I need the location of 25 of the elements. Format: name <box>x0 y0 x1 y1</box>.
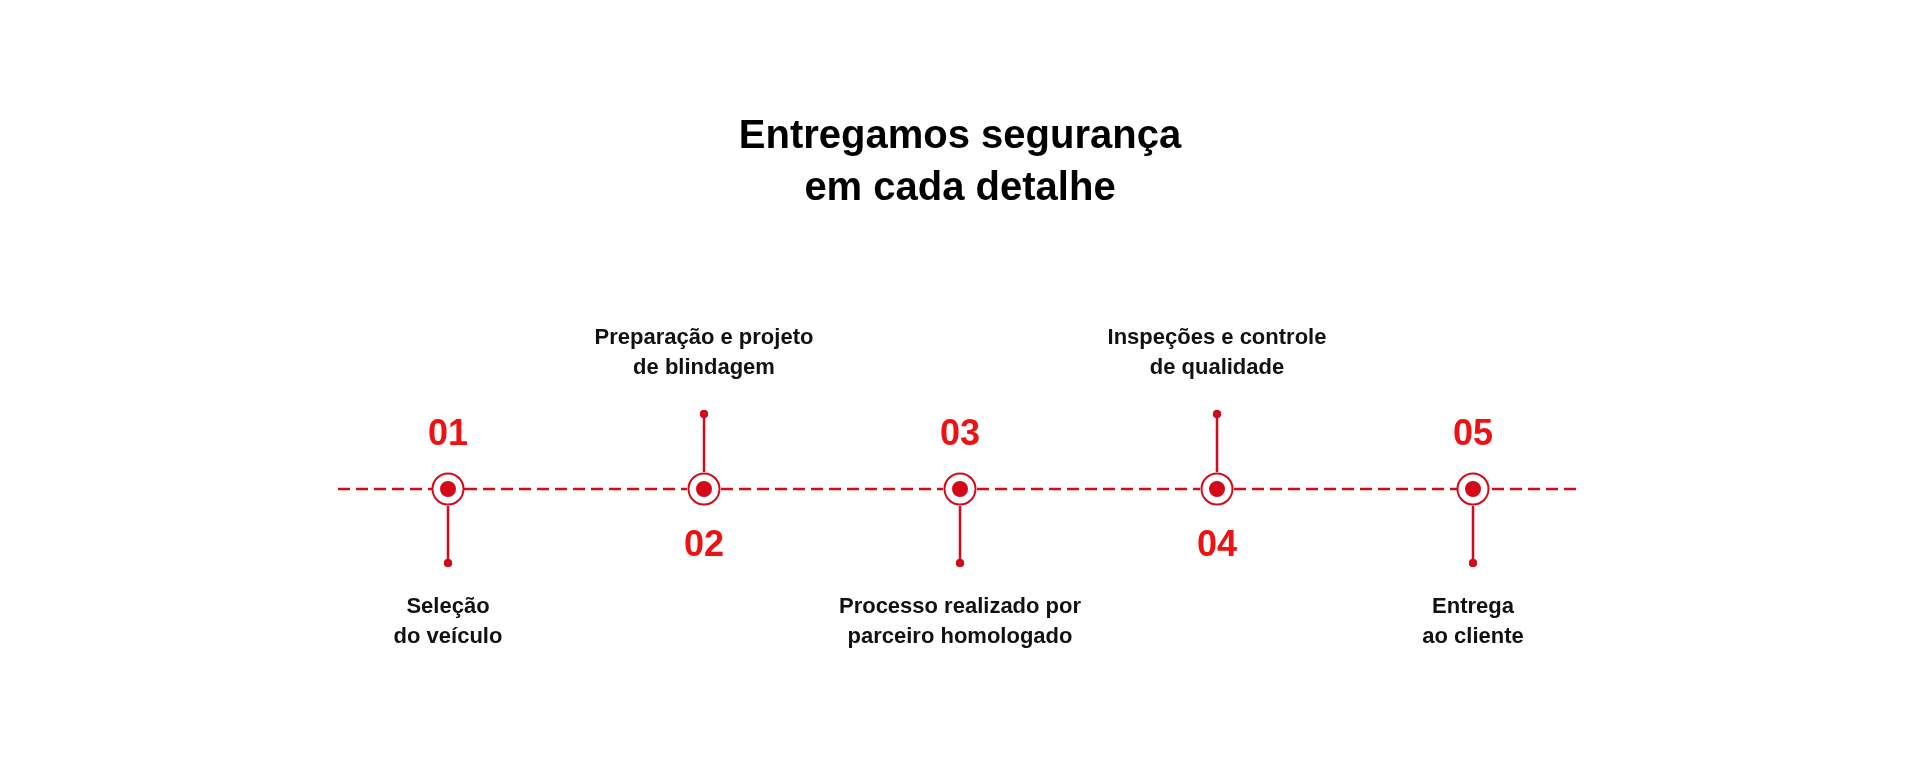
step-number: 03 <box>938 413 981 453</box>
connector-line <box>955 506 965 568</box>
step-label: Processo realizado por parceiro homologado <box>837 592 1083 650</box>
connector-line <box>1212 409 1222 472</box>
step-label: Entrega ao cliente <box>1421 592 1525 650</box>
step-number: 02 <box>682 524 725 564</box>
timeline-dashed-line <box>1234 487 1456 491</box>
step-label: Seleção do veículo <box>392 592 504 650</box>
timeline-marker <box>687 472 721 506</box>
title: Entregamos segurança em cada detalhe <box>737 111 1183 210</box>
timeline-dashed-line <box>465 487 687 491</box>
timeline-marker <box>943 472 977 506</box>
timeline-marker <box>1456 472 1490 506</box>
timeline-marker <box>1200 472 1234 506</box>
step-number: 04 <box>1195 524 1238 564</box>
timeline-dashed-line <box>721 487 943 491</box>
connector-line <box>699 409 709 472</box>
timeline-marker <box>431 472 465 506</box>
connector-line <box>1468 506 1478 568</box>
step-number: 01 <box>426 413 469 453</box>
step-number: 05 <box>1451 413 1494 453</box>
timeline-dashed-line <box>977 487 1200 491</box>
step-label: Inspeções e controle de qualidade <box>1106 323 1328 381</box>
connector-line <box>443 506 453 568</box>
step-label: Preparação e projeto de blindagem <box>593 323 815 381</box>
